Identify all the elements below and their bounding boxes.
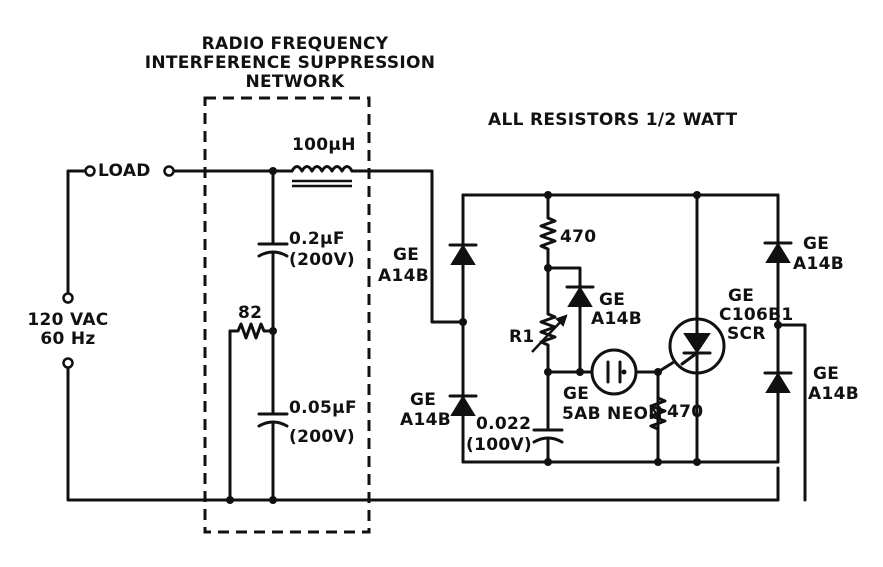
diode-top-right-label-line2: A14B bbox=[793, 254, 844, 274]
neon-label-line2: 5AB NEON bbox=[562, 404, 663, 424]
pot-label: R1 bbox=[509, 327, 535, 347]
diode-top-right-label-line1: GE bbox=[803, 234, 830, 254]
diode-top-left-label-line1: GE bbox=[393, 245, 420, 265]
source-wiring bbox=[66, 169, 780, 502]
network-title-line3: NETWORK bbox=[245, 72, 345, 92]
resistor-gate-label: 470 bbox=[667, 402, 704, 422]
source-terminal-top bbox=[62, 292, 74, 304]
diode-bottom-right-label-line2: A14B bbox=[808, 384, 859, 404]
cap-timing-value: 0.022 bbox=[476, 414, 532, 434]
neon-label-line1: GE bbox=[563, 384, 590, 404]
network-title-line1: RADIO FREQUENCY bbox=[201, 34, 389, 54]
load-terminal-right bbox=[163, 165, 175, 177]
scr-label-line3: SCR bbox=[727, 324, 766, 344]
load-terminal-left bbox=[84, 165, 96, 177]
resistor-rfi-label: 82 bbox=[238, 303, 263, 323]
source-terminal-bottom bbox=[62, 357, 74, 369]
scr-label-line2: C106B1 bbox=[719, 305, 794, 325]
diode-bottom-right-label-line1: GE bbox=[813, 364, 840, 384]
rfi-network-box bbox=[203, 96, 371, 534]
cap-timing-rating: (100V) bbox=[466, 435, 532, 455]
resistor-top-label: 470 bbox=[560, 227, 597, 247]
diode-trigger-label-line2: A14B bbox=[591, 309, 642, 329]
diode-bottom-left-label-line2: A14B bbox=[400, 410, 451, 430]
neon-lamp-symbol bbox=[590, 348, 638, 396]
trigger-wiring bbox=[531, 193, 699, 464]
scr-label-line1: GE bbox=[728, 286, 755, 306]
diode-bottom-left-label-line1: GE bbox=[410, 390, 437, 410]
diode-top-right-symbol bbox=[763, 241, 793, 263]
bridge-wiring bbox=[459, 191, 807, 502]
diode-top-left-label-line2: A14B bbox=[378, 266, 429, 286]
resistor-gate-symbol bbox=[649, 396, 667, 431]
cap-bottom-rating: (200V) bbox=[289, 427, 355, 447]
rfi-network-wiring bbox=[226, 167, 289, 504]
diode-trigger-label-line1: GE bbox=[599, 290, 626, 310]
scr-symbol bbox=[668, 317, 726, 375]
source-label-line1: 120 VAC bbox=[27, 310, 109, 330]
cap-top-rating: (200V) bbox=[289, 250, 355, 270]
inductor-label: 100μH bbox=[292, 135, 356, 155]
diode-top-left-symbol bbox=[448, 243, 478, 265]
diode-trigger-symbol bbox=[565, 285, 595, 307]
cap-top-value: 0.2μF bbox=[289, 229, 345, 249]
resistors-note: ALL RESISTORS 1/2 WATT bbox=[488, 110, 738, 130]
diode-bottom-left-symbol bbox=[448, 394, 478, 416]
inductor-100uh bbox=[290, 165, 465, 324]
diode-bottom-right-symbol bbox=[763, 371, 793, 393]
source-label-line2: 60 Hz bbox=[40, 329, 96, 349]
load-label: LOAD bbox=[98, 161, 151, 181]
cap-bottom-value: 0.05μF bbox=[289, 398, 357, 418]
network-title-line2: INTERFERENCE SUPPRESSION bbox=[144, 53, 436, 73]
